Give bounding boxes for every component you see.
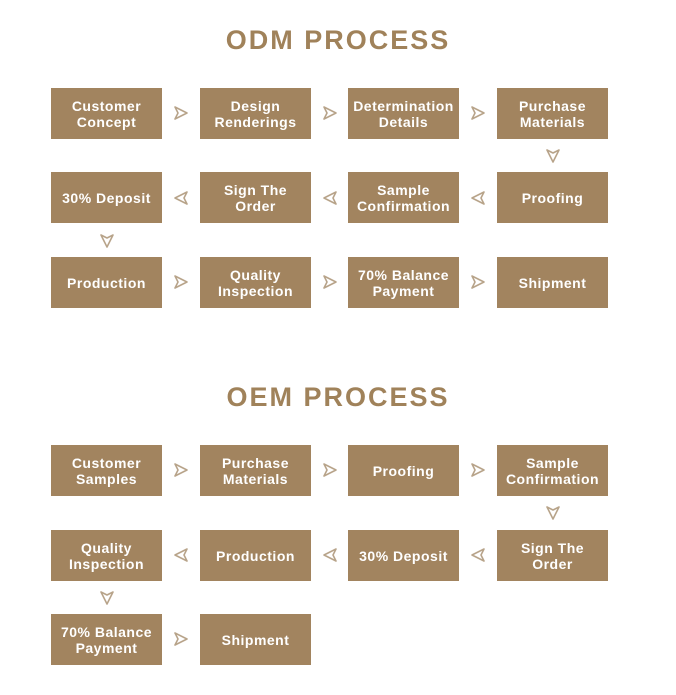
odm-step-customer-concept: Customer Concept xyxy=(51,88,162,139)
chevron-right-icon xyxy=(470,105,486,121)
odm-step-determination-details: Determination Details xyxy=(348,88,459,139)
odm-step-design-renderings: Design Renderings xyxy=(200,88,311,139)
odm-step-sample-confirmation: Sample Confirmation xyxy=(348,172,459,223)
chevron-down-icon xyxy=(545,505,561,521)
oem-step-proofing: Proofing xyxy=(348,445,459,496)
chevron-left-icon xyxy=(470,190,486,206)
oem-step-shipment: Shipment xyxy=(200,614,311,665)
oem-title: OEM PROCESS xyxy=(226,382,450,412)
chevron-right-icon xyxy=(322,274,338,290)
chevron-right-icon xyxy=(470,274,486,290)
oem-step-customer-samples: Customer Samples xyxy=(51,445,162,496)
odm-title: ODM PROCESS xyxy=(225,25,451,55)
chevron-left-icon xyxy=(173,190,189,206)
chevron-left-icon xyxy=(173,547,189,563)
odm-step-purchase-materials: Purchase Materials xyxy=(497,88,608,139)
chevron-down-icon xyxy=(99,233,115,249)
oem-step-sign-the-order: Sign The Order xyxy=(497,530,608,581)
oem-step-70-balance-payment: 70% Balance Payment xyxy=(51,614,162,665)
chevron-left-icon xyxy=(322,547,338,563)
chevron-right-icon xyxy=(173,462,189,478)
chevron-left-icon xyxy=(322,190,338,206)
chevron-right-icon xyxy=(322,462,338,478)
chevron-right-icon xyxy=(470,462,486,478)
chevron-left-icon xyxy=(470,547,486,563)
odm-step-production: Production xyxy=(51,257,162,308)
oem-step-quality-inspection: Quality Inspection xyxy=(51,530,162,581)
odm-step-proofing: Proofing xyxy=(497,172,608,223)
odm-step-70-balance-payment: 70% Balance Payment xyxy=(348,257,459,308)
odm-step-quality-inspection: Quality Inspection xyxy=(200,257,311,308)
chevron-right-icon xyxy=(173,631,189,647)
chevron-down-icon xyxy=(99,590,115,606)
chevron-down-icon xyxy=(545,148,561,164)
odm-step-30-deposit: 30% Deposit xyxy=(51,172,162,223)
chevron-right-icon xyxy=(173,274,189,290)
oem-step-production: Production xyxy=(200,530,311,581)
odm-step-shipment: Shipment xyxy=(497,257,608,308)
chevron-right-icon xyxy=(173,105,189,121)
oem-step-30-deposit: 30% Deposit xyxy=(348,530,459,581)
oem-step-purchase-materials: Purchase Materials xyxy=(200,445,311,496)
chevron-right-icon xyxy=(322,105,338,121)
odm-step-sign-the-order: Sign The Order xyxy=(200,172,311,223)
oem-step-sample-confirmation: Sample Confirmation xyxy=(497,445,608,496)
